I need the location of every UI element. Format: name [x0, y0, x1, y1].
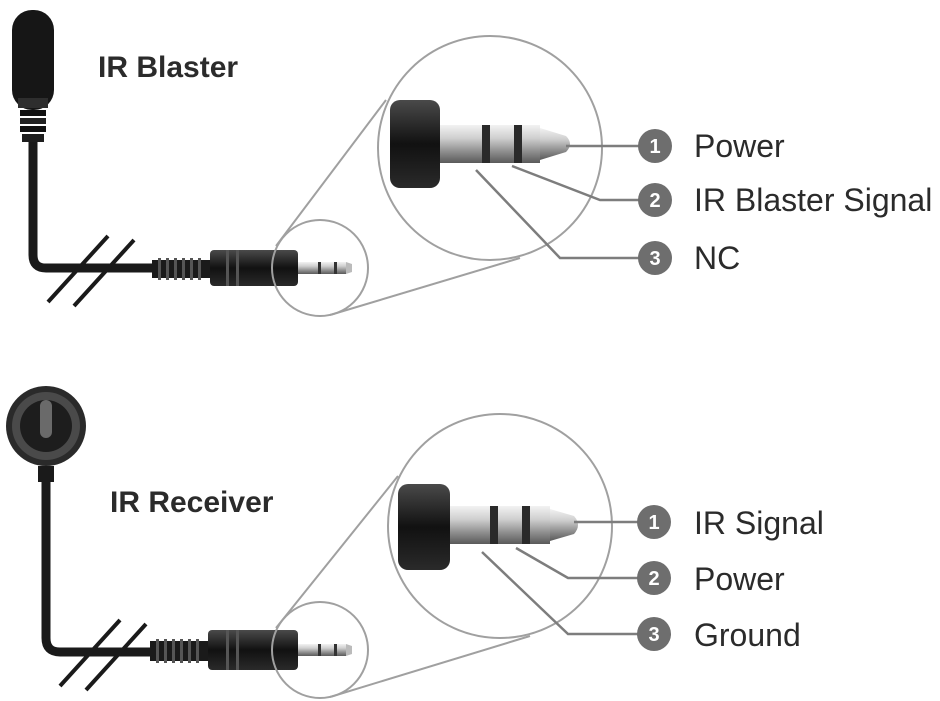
cable-break-icon — [46, 234, 136, 308]
ir-blaster-emitter-icon — [12, 10, 54, 142]
ir-blaster-title: IR Blaster — [98, 51, 238, 84]
pin-number-badge: 3 — [649, 248, 660, 270]
pin-number-badge: 2 — [648, 568, 659, 590]
ir-receiver-leaders — [481, 520, 640, 636]
pin-label: Ground — [694, 617, 801, 653]
pin-number-badge: 3 — [648, 624, 659, 646]
ir-receiver-diagram: IR Receiver — [6, 386, 824, 699]
ir-receiver-cable — [41, 482, 155, 657]
pin-label: Power — [694, 561, 785, 597]
ir-receiver-pin-3: 3 Ground — [637, 617, 801, 653]
pin-number-badge: 1 — [649, 136, 660, 158]
cable-break-icon — [58, 618, 148, 692]
ir-receiver-pin-1: 1 IR Signal — [637, 505, 824, 541]
ir-blaster-magnifier — [271, 35, 603, 317]
pin-number-badge: 2 — [649, 190, 660, 212]
ir-blaster-zoomed-plug — [390, 100, 570, 188]
ir-receiver-eye-icon — [6, 386, 86, 482]
ir-blaster-diagram: IR Blaster — [12, 10, 932, 317]
pin-label: IR Signal — [694, 505, 824, 541]
ir-blaster-pin-3: 3 NC — [638, 240, 740, 276]
pin-label: Power — [694, 128, 785, 164]
ir-blaster-cable — [28, 142, 160, 273]
ir-blaster-pin-1: 1 Power — [638, 128, 785, 164]
pin-number-badge: 1 — [648, 512, 659, 534]
ir-receiver-pin-2: 2 Power — [637, 561, 785, 597]
pin-label: NC — [694, 240, 740, 276]
ir-receiver-plug — [150, 630, 352, 670]
ir-blaster-leaders — [475, 144, 652, 260]
ir-receiver-magnifier — [271, 413, 613, 699]
ir-blaster-plug — [152, 250, 352, 286]
ir-receiver-title: IR Receiver — [110, 486, 274, 519]
ir-blaster-pin-2: 2 IR Blaster Signal — [638, 182, 932, 218]
ir-receiver-zoomed-plug — [398, 484, 578, 570]
pin-label: IR Blaster Signal — [694, 182, 932, 218]
